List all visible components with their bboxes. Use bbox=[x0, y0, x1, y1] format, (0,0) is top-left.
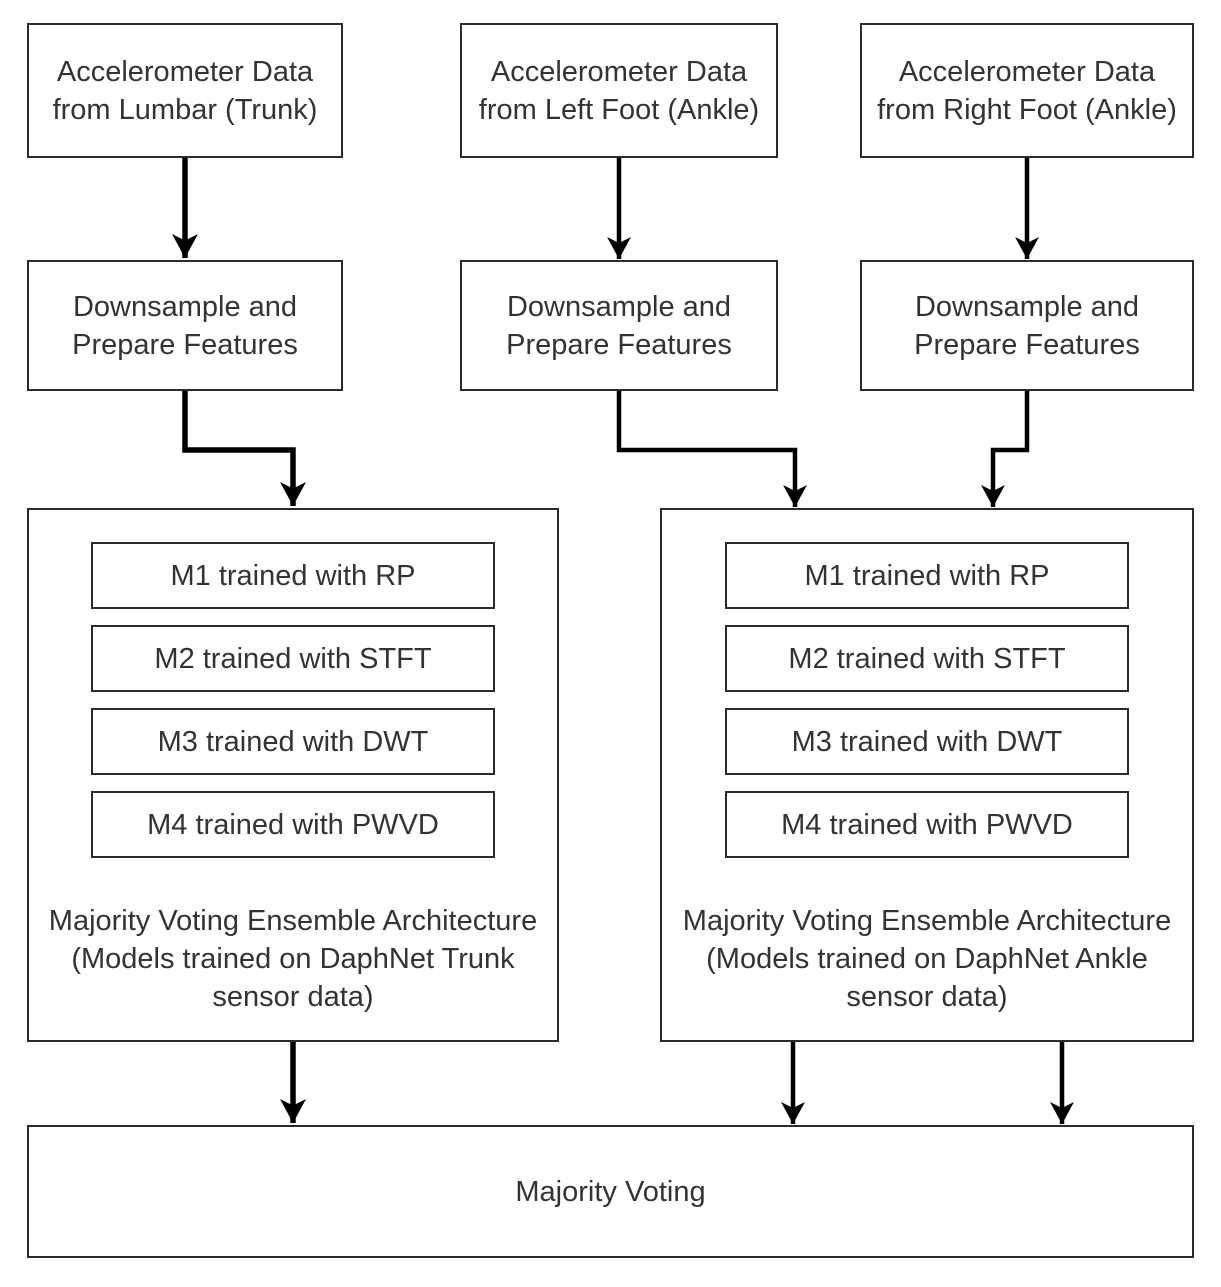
model-box-m2-stft-trunk: M2 trained with STFT bbox=[91, 625, 495, 692]
model-box-m2-stft-trunk-label: M2 trained with STFT bbox=[154, 642, 432, 675]
arrow-downsample-to-trunk-ensemble bbox=[182, 391, 306, 506]
source-box-left-foot-ankle: Accelerometer Data from Left Foot (Ankle… bbox=[460, 23, 778, 158]
arrow-downsample-right-to-ankle-ensemble bbox=[981, 391, 1030, 507]
ensemble-ankle-caption: Majority Voting Ensemble Architecture (M… bbox=[682, 905, 1172, 1013]
process-box-downsample-trunk-label: Downsample and Prepare Features bbox=[72, 290, 298, 361]
model-box-m3-dwt-trunk: M3 trained with DWT bbox=[91, 708, 495, 775]
process-box-downsample-left-foot-label: Downsample and Prepare Features bbox=[506, 290, 732, 361]
model-box-m4-pwvd-ankle-label: M4 trained with PWVD bbox=[781, 808, 1073, 841]
ensemble-box-ankle: M1 trained with RP M2 trained with STFT … bbox=[660, 508, 1194, 1042]
source-box-left-foot-ankle-label: Accelerometer Data from Left Foot (Ankle… bbox=[478, 55, 760, 126]
model-box-m1-rp-trunk: M1 trained with RP bbox=[91, 542, 495, 609]
model-box-m3-dwt-ankle-label: M3 trained with DWT bbox=[791, 725, 1063, 758]
arrow-downsample-left-to-ankle-ensemble bbox=[616, 391, 807, 507]
process-box-downsample-right-foot-label: Downsample and Prepare Features bbox=[914, 290, 1140, 361]
final-box-majority-voting: Majority Voting bbox=[27, 1125, 1194, 1258]
model-box-m3-dwt-ankle: M3 trained with DWT bbox=[725, 708, 1129, 775]
ensemble-box-trunk: M1 trained with RP M2 trained with STFT … bbox=[27, 508, 559, 1042]
model-box-m1-rp-ankle-label: M1 trained with RP bbox=[804, 559, 1050, 592]
process-box-downsample-right-foot: Downsample and Prepare Features bbox=[860, 260, 1194, 391]
source-box-right-foot-ankle: Accelerometer Data from Right Foot (Ankl… bbox=[860, 23, 1194, 158]
final-box-majority-voting-label: Majority Voting bbox=[515, 1175, 706, 1208]
model-box-m4-pwvd-trunk-label: M4 trained with PWVD bbox=[147, 808, 439, 841]
source-box-lumbar-trunk-label: Accelerometer Data from Lumbar (Trunk) bbox=[52, 55, 318, 126]
process-box-downsample-trunk: Downsample and Prepare Features bbox=[27, 260, 343, 391]
model-box-m2-stft-ankle-label: M2 trained with STFT bbox=[788, 642, 1066, 675]
model-box-m4-pwvd-trunk: M4 trained with PWVD bbox=[91, 791, 495, 858]
model-box-m4-pwvd-ankle: M4 trained with PWVD bbox=[725, 791, 1129, 858]
ensemble-ankle-model-list: M1 trained with RP M2 trained with STFT … bbox=[662, 510, 1192, 858]
model-box-m1-rp-ankle: M1 trained with RP bbox=[725, 542, 1129, 609]
source-box-right-foot-ankle-label: Accelerometer Data from Right Foot (Ankl… bbox=[877, 55, 1177, 126]
ensemble-trunk-caption: Majority Voting Ensemble Architecture (M… bbox=[48, 905, 538, 1013]
model-box-m3-dwt-trunk-label: M3 trained with DWT bbox=[157, 725, 429, 758]
model-box-m2-stft-ankle: M2 trained with STFT bbox=[725, 625, 1129, 692]
process-box-downsample-left-foot: Downsample and Prepare Features bbox=[460, 260, 778, 391]
model-box-m1-rp-trunk-label: M1 trained with RP bbox=[170, 559, 416, 592]
source-box-lumbar-trunk: Accelerometer Data from Lumbar (Trunk) bbox=[27, 23, 343, 158]
ensemble-trunk-model-list: M1 trained with RP M2 trained with STFT … bbox=[29, 510, 557, 858]
